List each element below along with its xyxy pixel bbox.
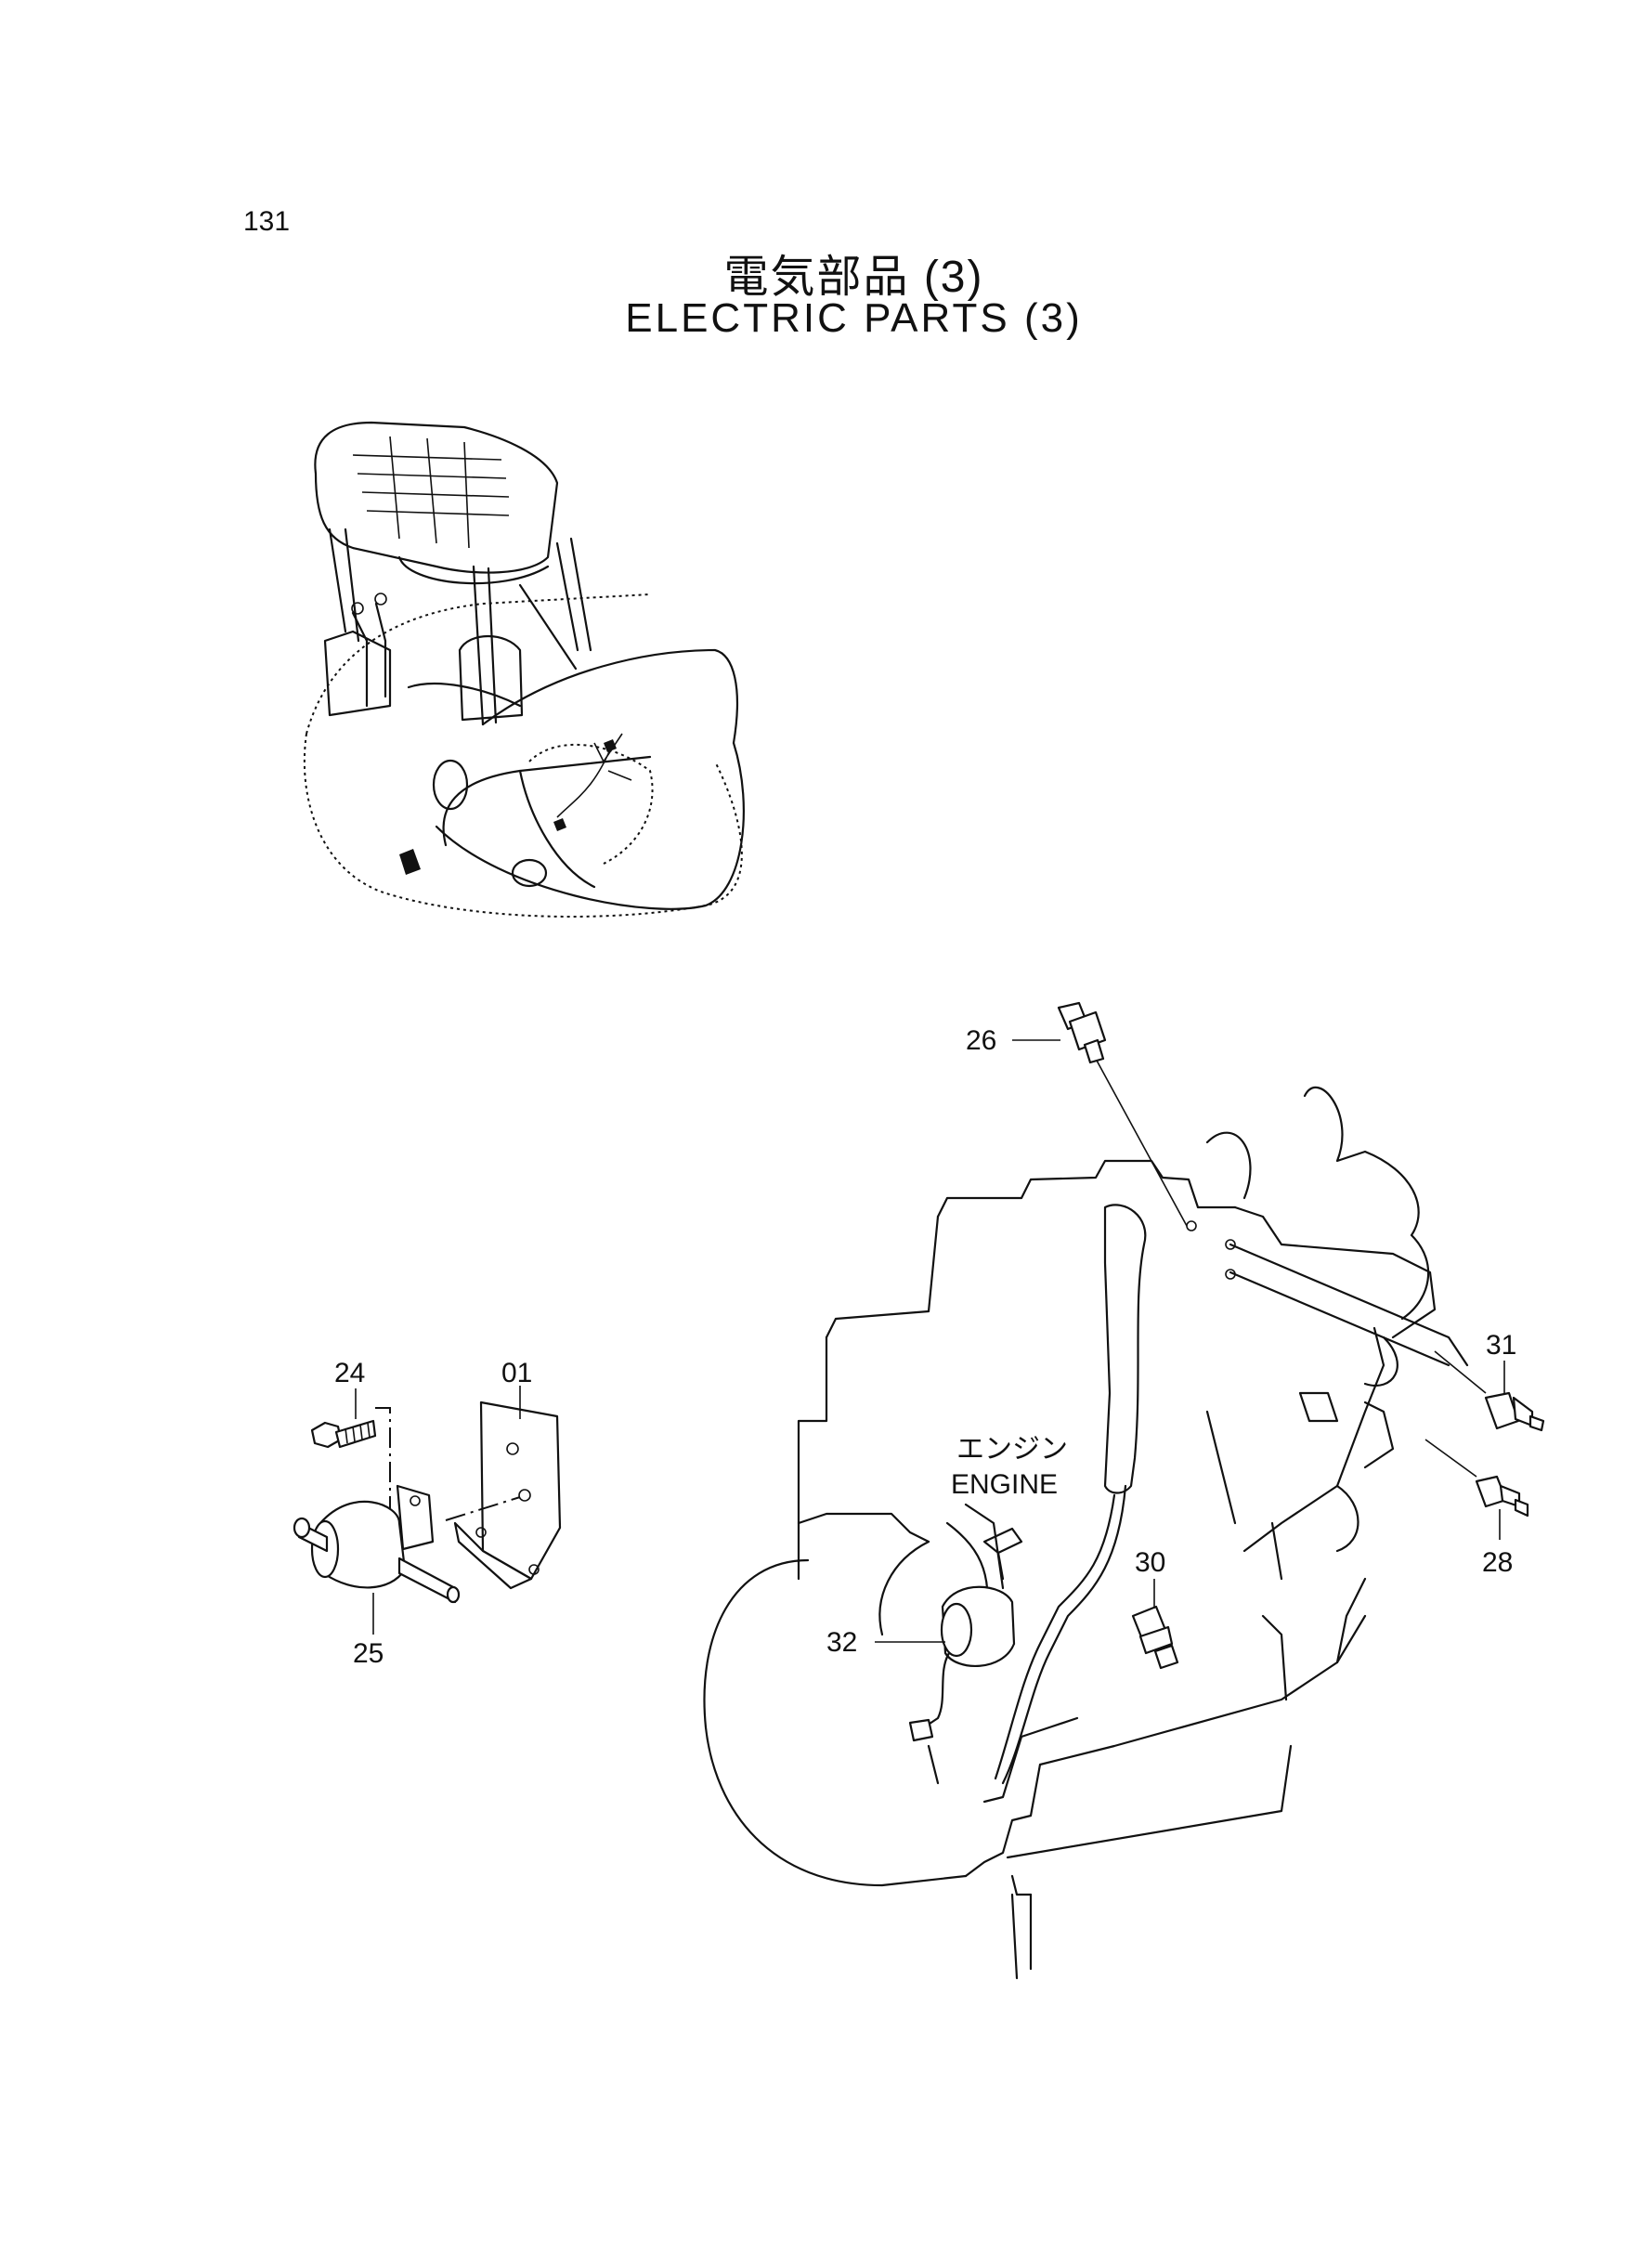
engine-drawing xyxy=(703,1086,1469,1980)
page-number: 131 xyxy=(243,206,291,237)
callout-leaders xyxy=(355,1039,1505,1643)
bracket-01 xyxy=(453,1401,562,1590)
page-title-english: ELECTRIC PARTS (3) xyxy=(625,295,1083,341)
sender-28 xyxy=(1475,1475,1529,1518)
sensor-30 xyxy=(1131,1605,1179,1670)
bolt-24 xyxy=(310,1419,377,1449)
callout-25: 25 xyxy=(353,1638,384,1669)
engine-label-english: ENGINE xyxy=(951,1469,1058,1500)
sensor-32 xyxy=(908,1585,1016,1742)
callout-26: 26 xyxy=(966,1025,996,1056)
fuel-pump-assembly xyxy=(293,1401,562,1604)
engine-label-japanese: エンジン xyxy=(956,1434,1068,1465)
leader-28 xyxy=(1424,1439,1477,1478)
callout-31: 31 xyxy=(1486,1330,1516,1361)
leader-26-to-engine xyxy=(1095,1058,1188,1227)
callout-01: 01 xyxy=(501,1358,532,1388)
leader-31 xyxy=(1434,1350,1487,1394)
sender-26 xyxy=(1057,1001,1107,1064)
callout-32: 32 xyxy=(826,1627,857,1658)
forklift-overview xyxy=(303,421,745,918)
callout-24: 24 xyxy=(334,1358,365,1388)
sender-31 xyxy=(1484,1391,1545,1432)
fuel-pump-25 xyxy=(293,1484,461,1604)
callout-28: 28 xyxy=(1482,1547,1513,1578)
callout-30: 30 xyxy=(1135,1547,1165,1578)
page-title-japanese: 電気部品 (3) xyxy=(723,253,984,302)
